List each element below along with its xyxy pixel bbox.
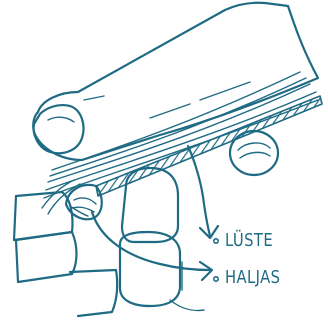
label-haljas: HALJAS xyxy=(225,269,280,287)
round-bud xyxy=(230,131,278,175)
arrow-luste xyxy=(188,146,218,238)
label-luste: LÜSTE xyxy=(225,232,273,250)
fingertip xyxy=(34,105,84,153)
luste-bullet xyxy=(214,239,218,243)
hand-outline xyxy=(33,3,318,160)
haljas-bullet xyxy=(214,277,218,281)
hatched-band xyxy=(96,96,322,196)
